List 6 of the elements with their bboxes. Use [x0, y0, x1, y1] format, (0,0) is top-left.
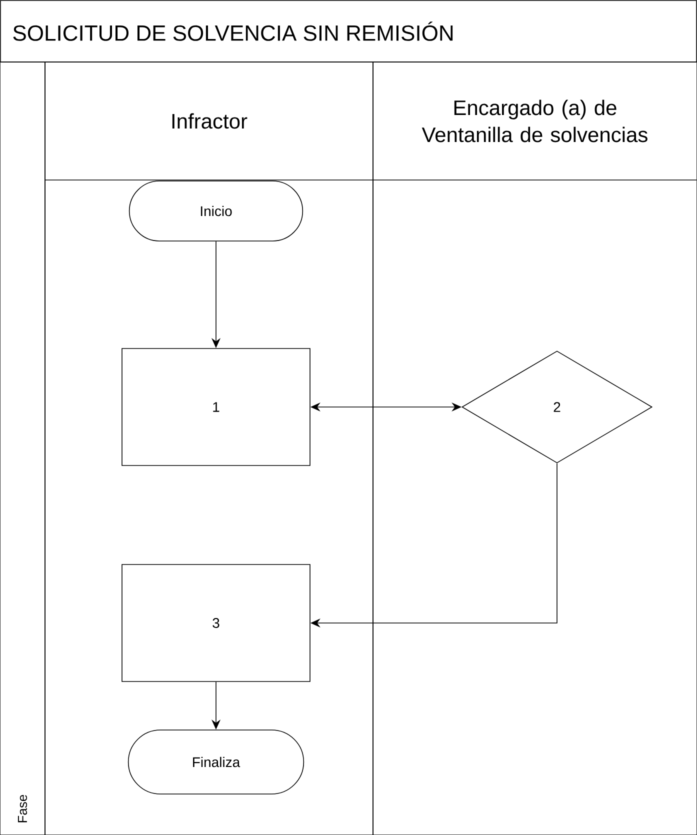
process-box: 3 — [122, 564, 310, 682]
process-box: 1 — [122, 348, 310, 466]
terminator-box: Inicio — [128, 180, 304, 242]
title-band: SOLICITUD DE SOLVENCIA SIN REMISIÓN — [0, 0, 697, 62]
terminator-box: Finaliza — [128, 730, 304, 794]
phase-strip: Fase — [0, 62, 46, 835]
